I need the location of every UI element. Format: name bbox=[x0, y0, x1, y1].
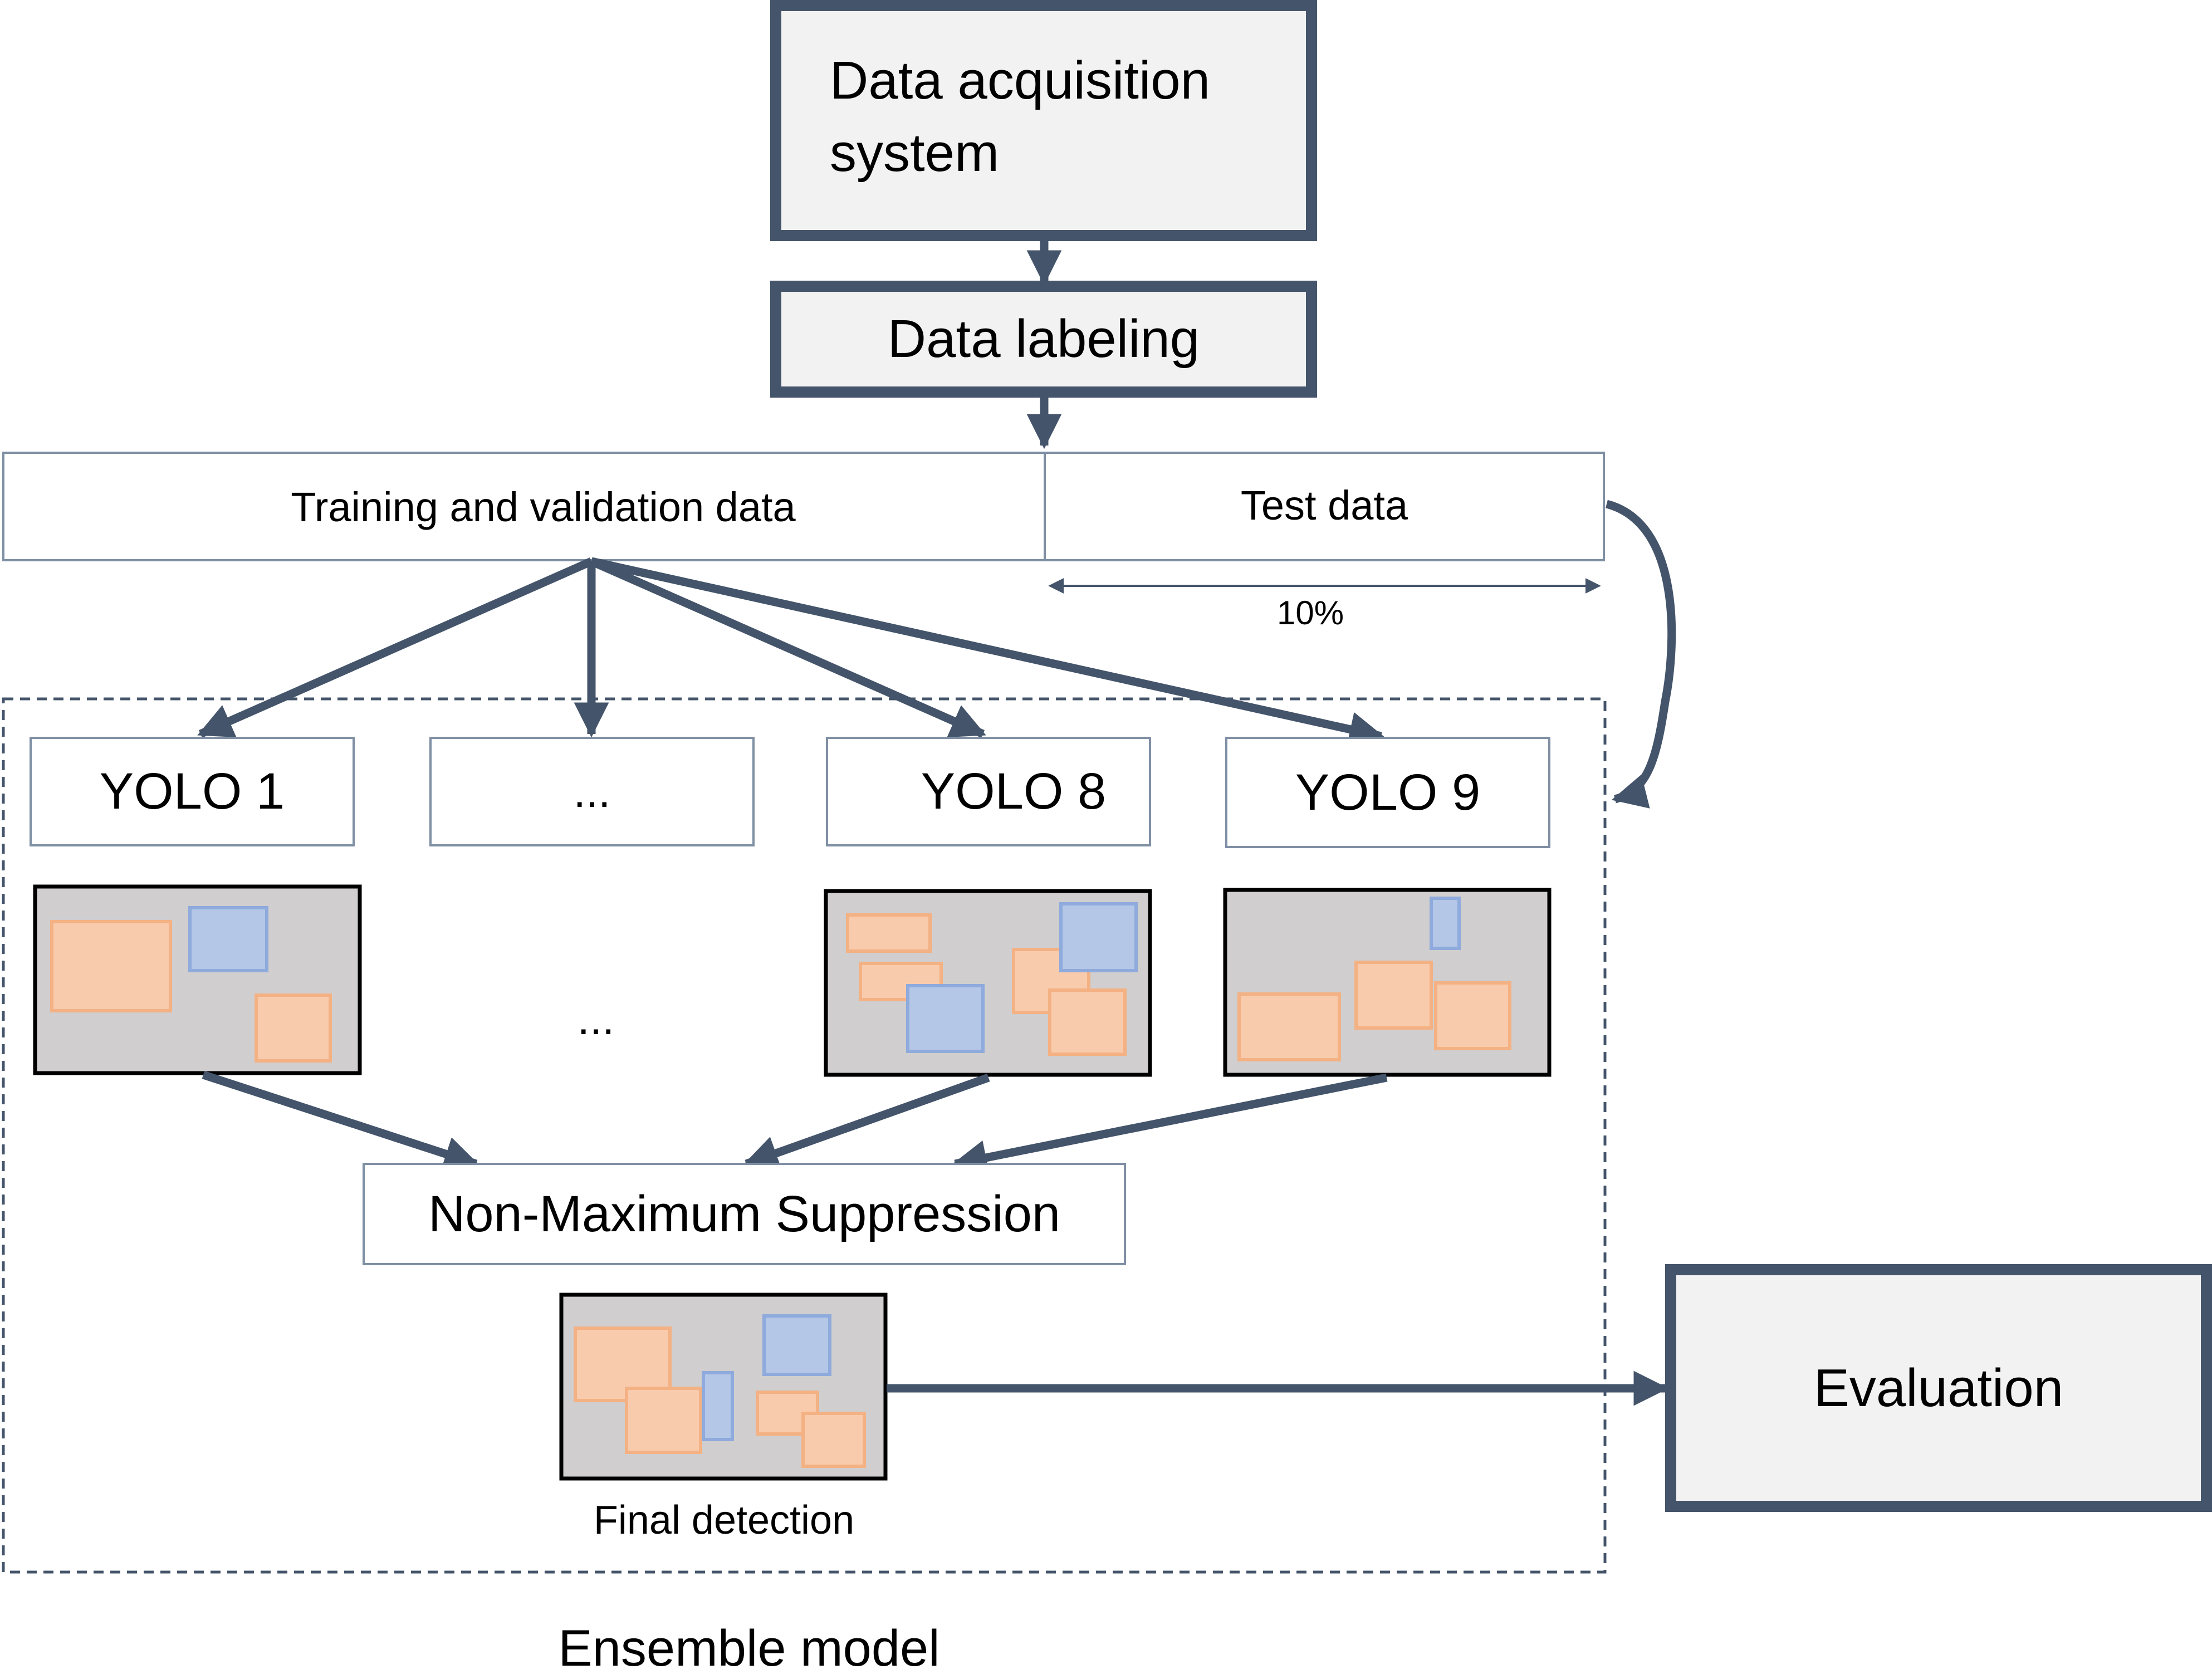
test-data-cell bbox=[1044, 452, 1605, 561]
orange-bounding-box bbox=[50, 920, 172, 1012]
blue-bounding-box bbox=[906, 984, 985, 1053]
yolo-ellipsis-box bbox=[429, 737, 755, 846]
arrow-det8-to-nms bbox=[743, 1073, 990, 1170]
training-data-cell bbox=[2, 452, 1046, 561]
ensemble-model-container bbox=[2, 697, 1607, 1574]
final-detection-label: Final detection bbox=[593, 1498, 855, 1543]
labeling-label: Data labeling bbox=[887, 309, 1200, 369]
acquisition-label-line2: system bbox=[830, 123, 1000, 183]
yolo-1-detection-image bbox=[33, 884, 362, 1075]
test-share-label: 10% bbox=[1276, 594, 1344, 632]
nms-box bbox=[363, 1163, 1126, 1265]
arrow-train-to-yolo8 bbox=[589, 557, 986, 738]
yolo-8-detection-image bbox=[824, 889, 1152, 1077]
orange-bounding-box bbox=[801, 1412, 866, 1468]
yolo-1-label: YOLO 1 bbox=[99, 763, 285, 820]
blue-bounding-box bbox=[188, 906, 268, 972]
evaluation-box bbox=[1665, 1264, 2212, 1512]
orange-bounding-box bbox=[1048, 988, 1127, 1056]
yolo-8-box bbox=[826, 737, 1151, 846]
orange-bounding-box bbox=[1354, 961, 1433, 1030]
arrow-det1-to-nms bbox=[202, 1070, 479, 1171]
evaluation-label: Evaluation bbox=[1813, 1358, 2064, 1418]
yolo-9-label: YOLO 9 bbox=[1295, 763, 1481, 821]
orange-bounding-box bbox=[625, 1387, 702, 1454]
final-detection-image bbox=[559, 1293, 888, 1481]
blue-bounding-box bbox=[1059, 902, 1138, 972]
yolo-1-box bbox=[30, 737, 355, 846]
training-data-label: Training and validation data bbox=[291, 483, 796, 530]
orange-bounding-box bbox=[255, 993, 332, 1063]
arrow-train-to-yolo1 bbox=[197, 557, 594, 738]
yolo-ellipsis-label: ... bbox=[573, 766, 611, 816]
arrow-test-to-ensemble bbox=[1606, 500, 1676, 809]
data-acquisition-box bbox=[770, 0, 1317, 241]
yolo-8-label: YOLO 8 bbox=[921, 763, 1107, 820]
arrow-train-to-yolo9 bbox=[590, 557, 1385, 747]
blue-bounding-box bbox=[762, 1314, 831, 1376]
blue-bounding-box bbox=[1430, 897, 1461, 950]
acquisition-label-line1: Data acquisition bbox=[830, 51, 1211, 110]
arrow-det9-to-nms bbox=[951, 1073, 1388, 1175]
nms-label: Non-Maximum Suppression bbox=[428, 1185, 1061, 1242]
detections-ellipsis-label: ... bbox=[577, 994, 615, 1044]
blue-bounding-box bbox=[702, 1371, 734, 1441]
ensemble-model-label: Ensemble model bbox=[558, 1619, 940, 1677]
yolo-9-detection-image bbox=[1223, 888, 1552, 1077]
orange-bounding-box bbox=[846, 913, 932, 953]
yolo-9-box bbox=[1225, 737, 1550, 848]
orange-bounding-box bbox=[1434, 981, 1511, 1050]
orange-bounding-box bbox=[1237, 992, 1341, 1061]
test-data-label: Test data bbox=[1240, 482, 1408, 528]
